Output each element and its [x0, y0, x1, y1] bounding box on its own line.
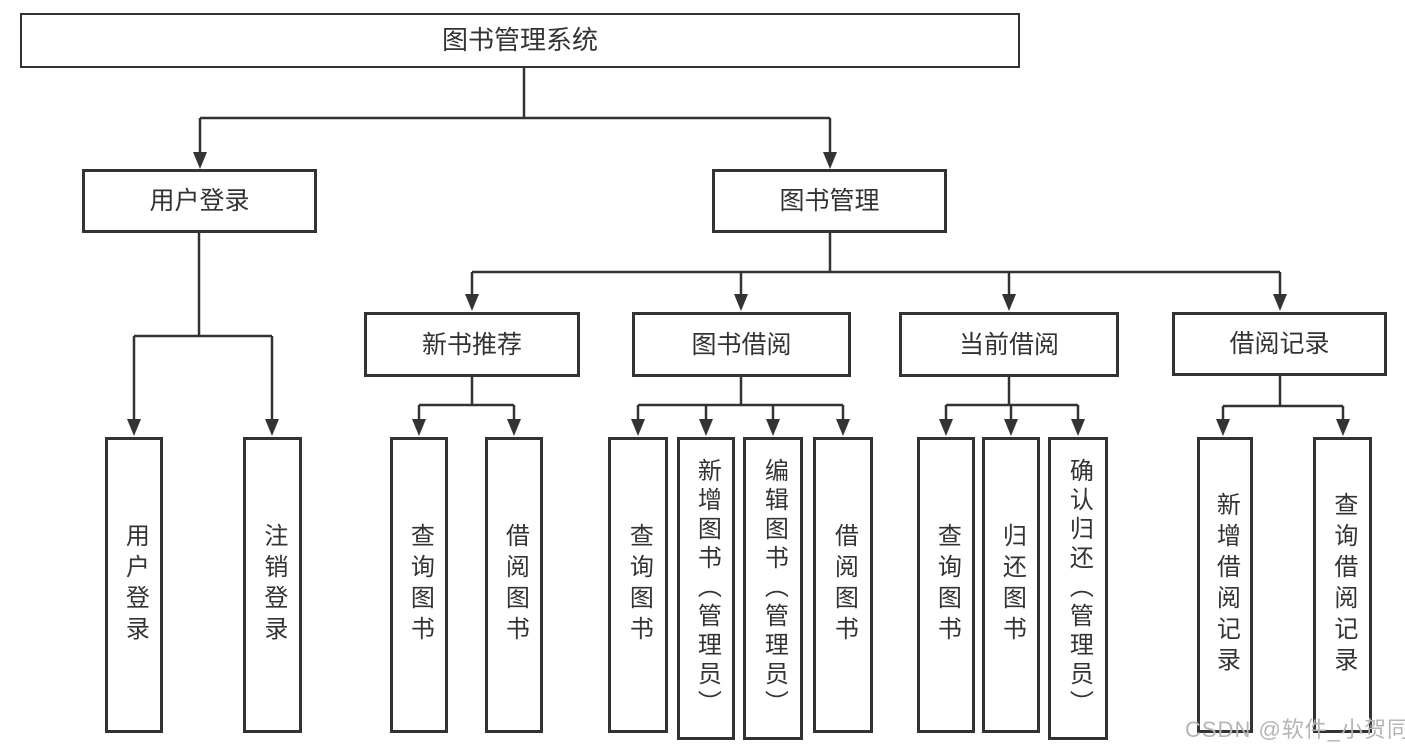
node-root-system: 图书管理系统 [20, 13, 1020, 68]
leaf-add-borrow-record: 新增借阅记录 [1197, 437, 1253, 733]
leaf-return-books: 归还图书 [982, 437, 1040, 733]
leaf-logout: 注销登录 [243, 437, 302, 733]
leaf-query-borrow-record: 查询借阅记录 [1313, 437, 1372, 733]
node-user-login: 用户登录 [82, 169, 317, 233]
leaf-add-books-admin: 新增图书（管理员） [677, 437, 735, 740]
leaf-query-books-new: 查询图书 [390, 437, 448, 733]
leaf-query-books-borrow: 查询图书 [608, 437, 668, 733]
leaf-edit-books-admin: 编辑图书（管理员） [743, 437, 803, 740]
leaf-borrow-books-new: 借阅图书 [485, 437, 543, 733]
leaf-query-books-current: 查询图书 [917, 437, 975, 733]
node-book-management: 图书管理 [712, 169, 947, 233]
leaf-user-login: 用户登录 [105, 437, 163, 733]
leaf-borrow-books-borrow: 借阅图书 [813, 437, 873, 733]
node-current-borrow: 当前借阅 [899, 312, 1119, 377]
node-borrow-records: 借阅记录 [1172, 312, 1387, 376]
leaf-confirm-return-admin: 确认归还（管理员） [1048, 437, 1108, 740]
watermark: CSDN @软件_小贺同学 [1185, 717, 1405, 742]
node-new-book-recommend: 新书推荐 [364, 312, 580, 377]
node-book-borrow: 图书借阅 [632, 312, 851, 377]
